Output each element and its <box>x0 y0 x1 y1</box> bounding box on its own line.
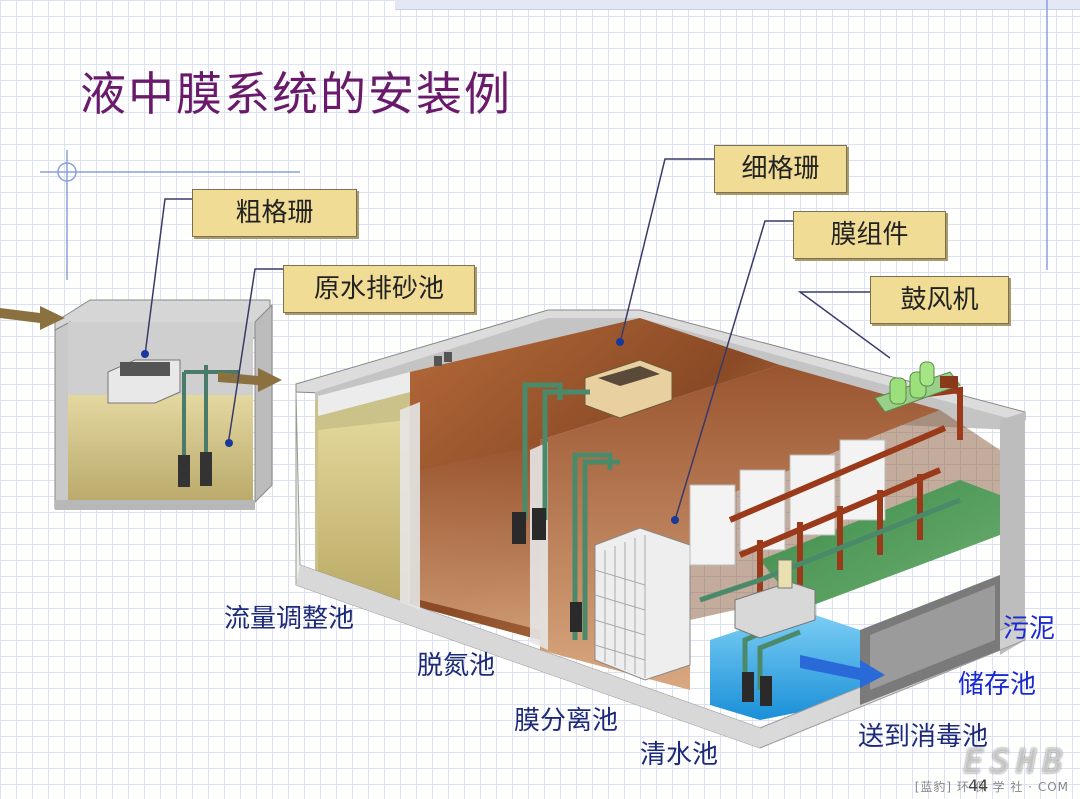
label-storage-tank: 储存池 <box>958 664 1036 701</box>
callout-coarse-screen: 粗格珊 <box>192 189 357 237</box>
label-clear-water-tank: 清水池 <box>640 734 718 771</box>
label-denitrification-tank: 脱氮池 <box>417 645 495 682</box>
label-membrane-separation-tank: 膜分离池 <box>514 700 618 737</box>
raw-water-tank <box>55 300 272 510</box>
label-sludge: 污泥 <box>1003 608 1055 645</box>
page-number: 44 <box>968 776 988 795</box>
callout-blower: 鼓风机 <box>870 276 1009 324</box>
callout-fine-screen: 细格珊 <box>714 145 847 193</box>
callout-raw-water-tank: 原水排砂池 <box>283 265 475 313</box>
site-watermark: ESHB [蓝豹] 环 保 学 社 · COM <box>905 742 1075 796</box>
watermark-site-text: [蓝豹] 环 保 学 社 · COM <box>915 778 1069 795</box>
callout-membrane-module: 膜组件 <box>793 211 946 259</box>
page-title: 液中膜系统的安装例 <box>80 58 512 124</box>
label-flow-adjust-tank: 流量调整池 <box>224 598 354 635</box>
